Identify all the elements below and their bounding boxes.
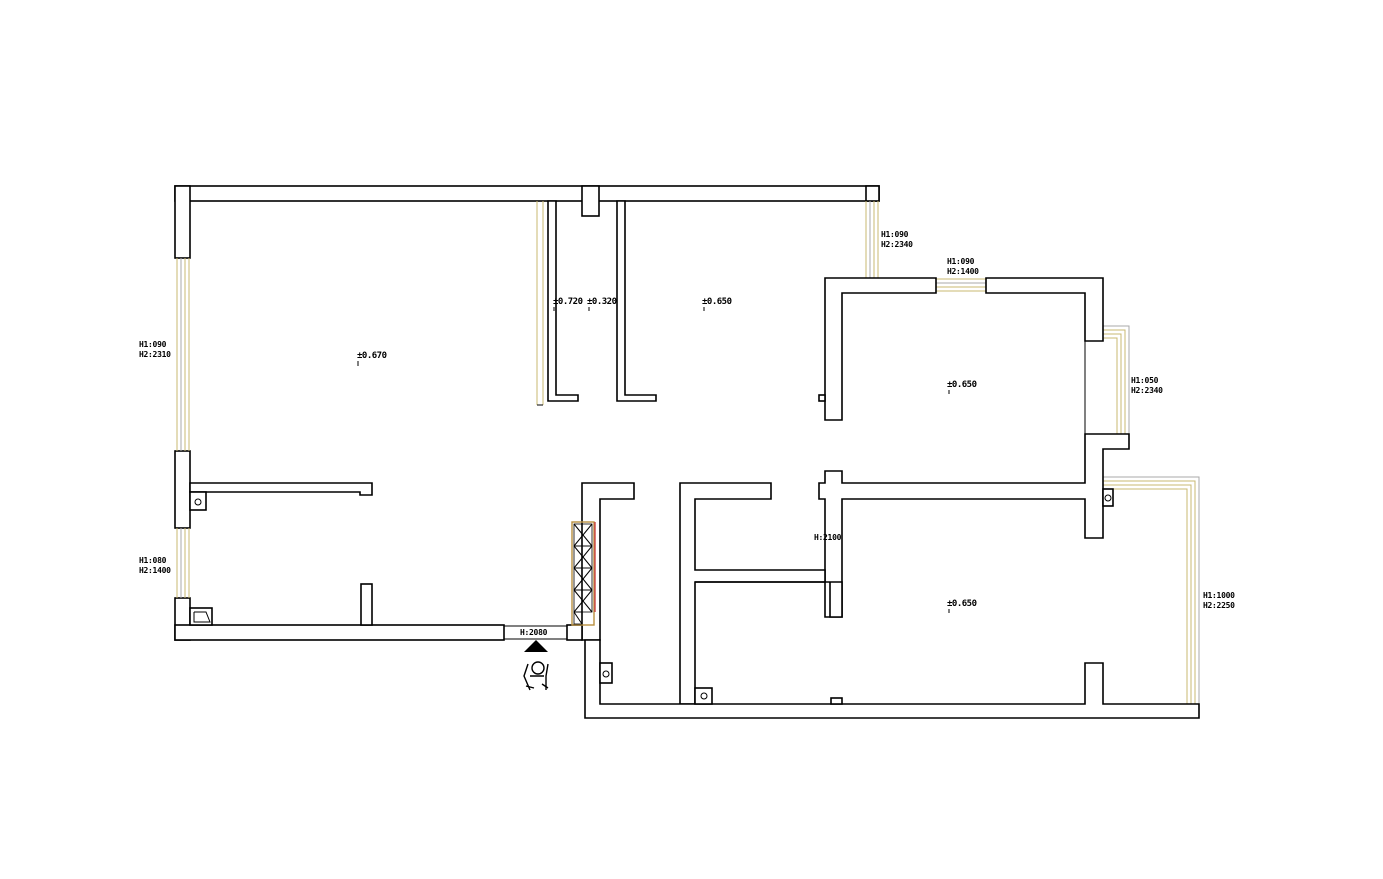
west-lower-h1: H1:080 bbox=[139, 556, 167, 565]
outer-walls bbox=[174, 185, 880, 641]
north-small-h2: H2:1400 bbox=[947, 267, 979, 276]
level-marks: ±0.670 ±0.720 ±0.320 ±0.650 ±0.650 ±0.65… bbox=[357, 297, 977, 613]
west-upper-h1: H1:090 bbox=[139, 340, 167, 349]
east-lower-h2: H2:2250 bbox=[1203, 601, 1235, 610]
entry-cabinet bbox=[571, 521, 596, 626]
opening-labels: H1:090 H2:2310 H1:080 H2:1400 H1:090 H2:… bbox=[139, 230, 1235, 637]
west-upper-h2: H2:2310 bbox=[139, 350, 171, 359]
inner-door-height: H:2100 bbox=[814, 533, 842, 542]
level-corridor-a: ±0.720 bbox=[553, 297, 583, 307]
entrance-height: H:2080 bbox=[520, 628, 548, 637]
east-lower-h1: H1:1000 bbox=[1203, 591, 1235, 600]
level-room-east: ±0.650 bbox=[947, 380, 977, 390]
north-right-h1: H1:090 bbox=[881, 230, 909, 239]
windows bbox=[176, 201, 1200, 704]
west-lower-h2: H2:1400 bbox=[139, 566, 171, 575]
person-entry-icon bbox=[523, 661, 549, 691]
east-upper-h2: H2:2340 bbox=[1131, 386, 1163, 395]
entry-arrow-icon bbox=[524, 640, 548, 652]
north-right-h2: H2:2340 bbox=[881, 240, 913, 249]
north-small-h1: H1:090 bbox=[947, 257, 975, 266]
entrance bbox=[504, 625, 567, 691]
east-upper-h1: H1:050 bbox=[1131, 376, 1159, 385]
level-room-north: ±0.650 bbox=[702, 297, 732, 307]
level-living: ±0.670 bbox=[357, 351, 387, 361]
level-corridor-b: ±0.320 bbox=[587, 297, 617, 307]
level-room-southeast: ±0.650 bbox=[947, 599, 977, 609]
